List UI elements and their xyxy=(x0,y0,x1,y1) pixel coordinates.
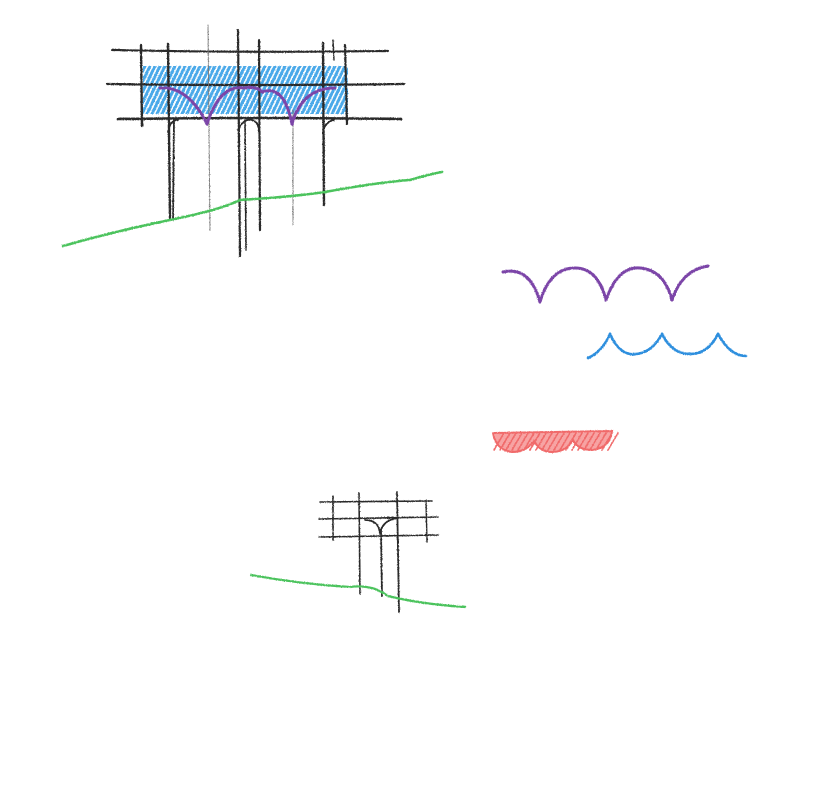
hatch-stroke xyxy=(245,66,272,114)
hatch-stroke xyxy=(290,66,317,114)
hatch-stroke xyxy=(190,66,217,114)
hatch-stroke xyxy=(240,66,267,114)
hatch-stroke xyxy=(143,66,162,105)
hatch-stroke xyxy=(350,64,376,118)
graphite-grid xyxy=(105,24,406,258)
red-hatch-stroke xyxy=(601,432,613,451)
blue-wave-study xyxy=(586,330,748,360)
hatch-stroke xyxy=(345,108,348,114)
hatch-stroke xyxy=(180,66,207,114)
red-hatch-stroke xyxy=(493,432,505,451)
hatch-stroke xyxy=(300,66,327,114)
red-hatch-stroke xyxy=(529,432,541,451)
hatch-stroke xyxy=(370,64,396,118)
hatch-stroke xyxy=(315,66,342,114)
purple-arch-study xyxy=(501,264,710,304)
hatch-stroke xyxy=(280,66,307,114)
hatch-stroke xyxy=(145,66,172,114)
hatch-stroke xyxy=(205,66,232,114)
hatch-stroke xyxy=(360,64,386,118)
hatch-stroke xyxy=(185,66,212,114)
red-hatch-stroke xyxy=(565,432,577,451)
red-hatch-stroke xyxy=(517,432,529,451)
red-hatch-stroke xyxy=(505,432,517,451)
green-ground-line xyxy=(249,573,467,609)
hatch-stroke xyxy=(365,64,391,118)
red-hatch-stroke xyxy=(595,432,607,451)
hatch-stroke xyxy=(143,66,167,114)
hatch-stroke xyxy=(335,87,348,114)
red-hatch-stroke xyxy=(607,432,619,451)
red-hatch-stroke xyxy=(541,432,553,451)
hatch-stroke xyxy=(200,66,227,114)
red-hatch-stroke xyxy=(535,432,547,451)
red-hatch-stroke xyxy=(583,432,595,451)
red-hatch-stroke xyxy=(547,432,559,451)
hatch-stroke xyxy=(265,66,292,114)
red-hatch-stroke xyxy=(589,432,601,451)
hatch-stroke xyxy=(330,77,348,114)
hatch-stroke xyxy=(230,66,257,114)
large-bridge-sketch xyxy=(61,24,444,258)
red-hatch-stroke xyxy=(523,432,535,451)
hatch-stroke xyxy=(355,64,381,118)
hatch-stroke xyxy=(220,66,247,114)
hatch-stroke xyxy=(160,66,187,114)
red-hatch-stroke xyxy=(571,432,583,451)
red-hatch-stroke xyxy=(559,432,571,451)
hatch-stroke xyxy=(170,66,197,114)
red-hatch-stroke xyxy=(553,432,565,451)
hatch-stroke xyxy=(275,66,302,114)
hatch-stroke xyxy=(143,66,157,95)
hatch-stroke xyxy=(270,66,297,114)
hatch-stroke xyxy=(150,66,177,114)
green-ground-line xyxy=(61,170,444,248)
red-hatch-stroke xyxy=(499,432,511,451)
red-scallop-study xyxy=(491,429,619,454)
purple-arches xyxy=(158,86,337,126)
hatch-stroke xyxy=(143,66,152,85)
small-bridge-sketch xyxy=(249,491,467,613)
red-hatch-stroke xyxy=(511,432,523,451)
hatch-stroke xyxy=(340,97,348,114)
graphite-grid xyxy=(318,491,439,613)
red-hatch-stroke xyxy=(577,432,589,451)
hatch-stroke xyxy=(375,64,401,118)
hatch-stroke xyxy=(175,66,202,114)
